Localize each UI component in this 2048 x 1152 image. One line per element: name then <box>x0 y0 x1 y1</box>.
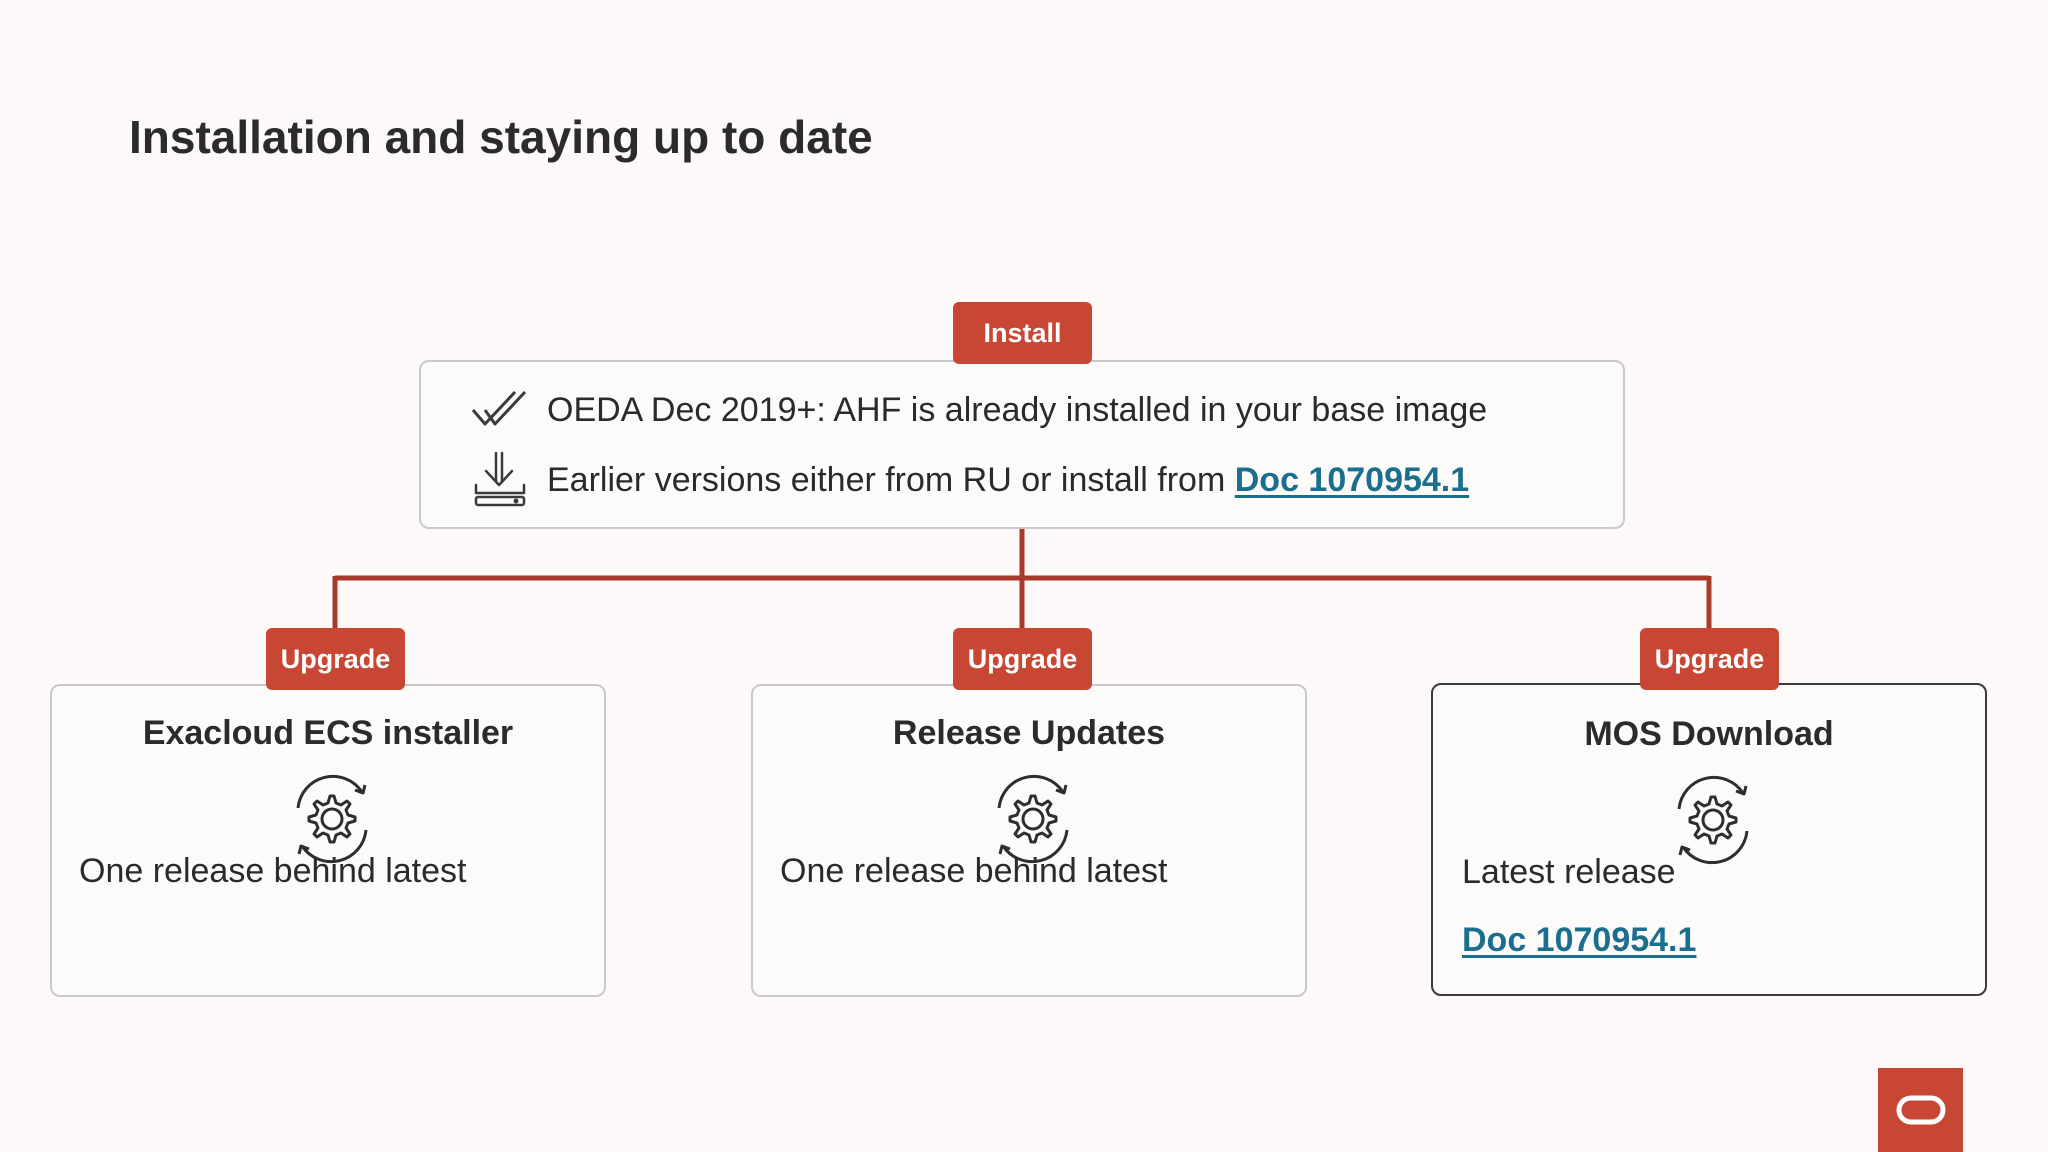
install-row-text: Earlier versions either from RU or insta… <box>547 461 1469 500</box>
upgrade-card-exacloud: Exacloud ECS installer One release behin… <box>50 684 606 997</box>
install-row-earlier: Earlier versions either from RU or insta… <box>471 450 1469 510</box>
card-title: Release Updates <box>892 714 1166 752</box>
card-text: One release behind latest <box>79 852 467 890</box>
install-row-label: Earlier versions either from RU or insta… <box>547 460 1235 499</box>
upgrade-tag-3: Upgrade <box>1640 628 1779 690</box>
upgrade-tag-2: Upgrade <box>953 628 1092 690</box>
upgrade-card-release-updates: Release Updates One release behind lates… <box>751 684 1307 997</box>
upgrade-card-mos-download: MOS Download Latest release Doc 1070954.… <box>1431 683 1987 996</box>
install-box: OEDA Dec 2019+: AHF is already installed… <box>419 360 1625 529</box>
install-row-text: OEDA Dec 2019+: AHF is already installed… <box>547 390 1488 429</box>
doc-link[interactable]: Doc 1070954.1 <box>1234 460 1470 499</box>
doc-link[interactable]: Doc 1070954.1 <box>1462 921 1697 959</box>
card-text: Latest release <box>1462 853 1676 891</box>
card-text: One release behind latest <box>780 852 1168 890</box>
gear-refresh-icon <box>997 774 1069 864</box>
gear-refresh-icon <box>296 774 368 864</box>
install-tag: Install <box>953 302 1092 364</box>
upgrade-tag-1: Upgrade <box>266 628 405 690</box>
card-title: MOS Download <box>1584 715 1834 753</box>
install-row-oeda: OEDA Dec 2019+: AHF is already installed… <box>471 380 1487 440</box>
oracle-logo-icon <box>1878 1068 1963 1152</box>
gear-refresh-icon <box>1677 775 1749 865</box>
checkmark-icon <box>471 381 529 439</box>
card-title: Exacloud ECS installer <box>142 714 514 752</box>
download-icon <box>471 451 529 509</box>
slide-title: Installation and staying up to date <box>129 111 873 163</box>
